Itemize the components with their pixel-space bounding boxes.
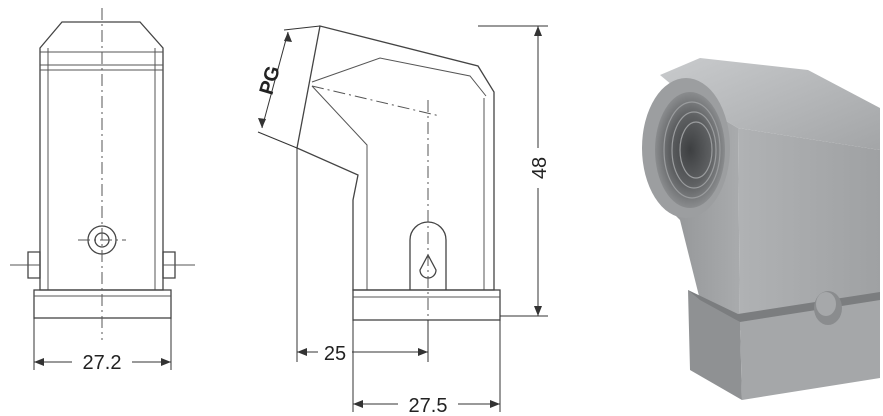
side-view-base-flange [352, 289, 501, 321]
side-view-entry-axis [311, 85, 441, 117]
dim-pg-extension [257, 25, 321, 149]
dim-side-depth-label: 25 [324, 343, 346, 365]
front-view: 27.2 [10, 8, 195, 374]
front-view-locking-pins [27, 251, 176, 279]
side-view-lever-pin [419, 253, 437, 279]
housing-locking-pin-face [816, 292, 836, 316]
side-view-inner-contour [311, 85, 368, 290]
dim-side-base-label: 27.5 [409, 395, 448, 416]
side-view-hood-contour [311, 57, 487, 97]
side-view-outline [296, 25, 495, 291]
housing-hood-top [660, 58, 880, 150]
side-view: PG 48 25 27.5 [256, 25, 551, 416]
dim-height-extension [478, 25, 548, 317]
housing-threaded-bore [655, 92, 725, 208]
housing-base-side [740, 300, 880, 400]
housing-thread-rings [663, 101, 721, 199]
dim-front-width-extension [33, 318, 172, 370]
front-view-side-contours [47, 48, 156, 290]
housing-base-ledge [688, 290, 880, 322]
dim-pg-line [261, 31, 289, 129]
dim-height-label: 48 [529, 157, 551, 179]
dim-front-width-label: 27.2 [83, 352, 122, 374]
housing-base-front [688, 290, 742, 400]
dim-pg-label: PG [256, 63, 285, 97]
dim-side-base-extension [352, 320, 501, 412]
dim-side-depth-extension [296, 148, 429, 362]
housing-render [642, 58, 880, 400]
